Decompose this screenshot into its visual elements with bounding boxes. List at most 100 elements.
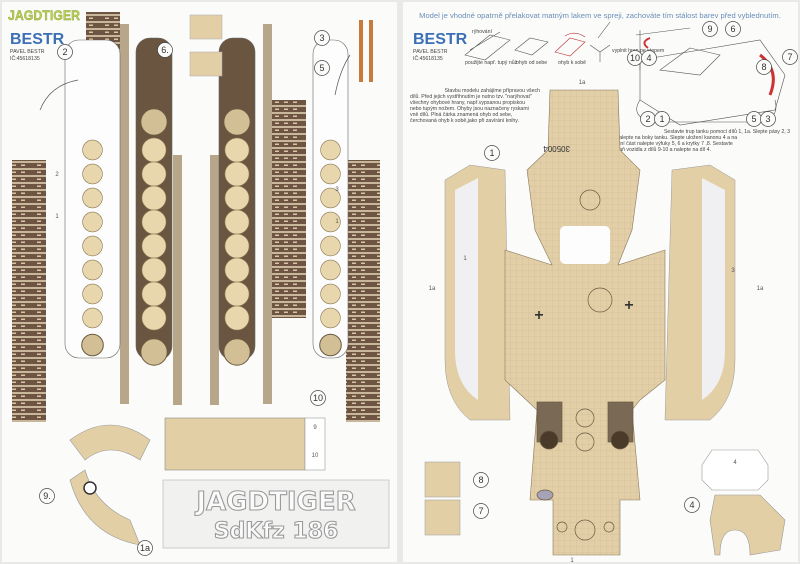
part-number-callout: 7 — [782, 49, 798, 65]
part-number-callout: 1 — [654, 111, 670, 127]
name-plate-line1: JAGDTIGER — [194, 487, 355, 517]
caption: rýhování — [472, 29, 492, 35]
road-wheel — [224, 233, 250, 259]
assembly-text: Sestavte trup tanku pomocí dílů 1, 1a. S… — [612, 128, 790, 153]
road-wheel — [141, 281, 167, 307]
road-wheel — [141, 185, 167, 211]
track-strip — [272, 100, 306, 318]
callout-number: 8 — [761, 62, 766, 72]
header-note: Model je vhodné opatrně přelakovat matný… — [419, 11, 781, 20]
intro-line: čerchovaná ohyb k sobě,jako při zavírání… — [410, 118, 519, 124]
right-company-id: IČ:45618135 — [413, 55, 443, 62]
callout-circle — [782, 49, 798, 65]
sprocket-wheel — [319, 333, 342, 357]
intro-line: dílů. Před jejich vystřihnutím je nutno … — [410, 93, 532, 100]
part-5-rod — [369, 20, 373, 82]
road-wheel — [82, 307, 103, 329]
callout-number: 9 — [707, 24, 712, 34]
callout-circle — [473, 503, 489, 519]
assembly-line: zadní část nalepte výfuky 5, 6 a krytky … — [612, 141, 733, 147]
callout-number: 10 — [630, 53, 640, 63]
hull-label: 1a — [757, 286, 764, 292]
arrow — [39, 79, 79, 111]
hull-label: 1a — [579, 80, 586, 86]
part-number-callout: 6. — [157, 42, 173, 58]
callout-circle — [760, 111, 776, 127]
callout-circle — [641, 50, 657, 66]
arrow — [334, 54, 351, 96]
part-7 — [424, 499, 461, 536]
assembly-line: zbraň vozidla z dílů 9-10 a nalepte na d… — [612, 146, 711, 153]
name-plate-line2: SdKfz 186 — [214, 519, 339, 544]
wheel-assembly — [312, 39, 349, 359]
left-author: PAVEL BESTR — [10, 49, 45, 55]
intro-line: nebo tupým nožem. Ohyby jsou naznačeny r… — [410, 106, 529, 112]
part-number-callout: 5 — [746, 111, 762, 127]
part-1a-piece — [69, 424, 151, 461]
callout-circle — [314, 30, 330, 46]
road-wheel — [224, 257, 250, 283]
callout-circle — [314, 60, 330, 76]
track-strip — [12, 160, 46, 422]
hull-window — [560, 226, 610, 264]
part-6b — [189, 51, 223, 77]
hull-label: 4 — [733, 460, 737, 466]
callout-number: 10 — [313, 393, 323, 403]
wheel-assembly — [135, 37, 173, 366]
road-wheel — [141, 305, 167, 331]
sprocket-wheel — [140, 338, 168, 366]
road-wheel — [320, 187, 341, 209]
callout-circle — [310, 390, 326, 406]
road-wheel — [82, 211, 103, 233]
road-wheel — [82, 163, 103, 185]
assembly-line: a nalepte na boky tanku. Slepte uložení … — [612, 135, 737, 141]
part-6a — [189, 14, 223, 40]
road-wheel — [320, 259, 341, 281]
track-edge-strip — [120, 24, 129, 404]
callout-number: 1a — [140, 543, 150, 553]
callout-number: 3 — [765, 114, 770, 124]
part-8 — [424, 461, 461, 498]
hull-label: 3 — [731, 268, 735, 274]
strip-label: 2 — [55, 172, 59, 178]
track-strip — [346, 160, 380, 422]
wheel-assemblies — [64, 37, 349, 366]
part-number-callout: 1 — [484, 145, 500, 161]
callout-circle — [137, 540, 153, 556]
callout-circle — [39, 488, 55, 504]
intro-line: všechny ohybové hrany, např.vypsanou pro… — [410, 100, 525, 106]
road-wheel — [320, 163, 341, 185]
callout-circle — [484, 145, 500, 161]
wheel-assembly — [218, 37, 256, 366]
left-title: JAGDTIGER — [8, 7, 80, 23]
part-number-callout: 2 — [57, 44, 73, 60]
strip-label: 3 — [335, 187, 339, 193]
hull-label: 1 — [463, 256, 467, 262]
track-edge-strip — [173, 155, 182, 405]
callout-circle — [157, 42, 173, 58]
callout-number: 1 — [659, 114, 664, 124]
callout-number: 2 — [62, 47, 67, 57]
idler-wheel — [140, 108, 168, 136]
left-logo: BESTR — [10, 31, 65, 48]
part-number-callout: 5 — [314, 60, 330, 76]
callout-number: 4 — [646, 53, 651, 63]
part-number-callout: 10 — [310, 390, 326, 406]
sprocket-wheel — [81, 333, 104, 357]
right-logo: BESTR — [413, 31, 468, 48]
road-wheel — [141, 233, 167, 259]
idler-wheel — [223, 108, 251, 136]
hull-label: 1 — [570, 558, 574, 564]
cross-icon — [535, 311, 543, 319]
road-wheel — [141, 209, 167, 235]
part-number-callout: 9 — [702, 21, 718, 37]
engine-deck — [536, 189, 634, 541]
road-wheel — [82, 283, 103, 305]
sprocket-wheel — [223, 338, 251, 366]
caption: použijte např. tupý nůž — [465, 59, 518, 66]
intro-text: Stavbu modelu zahájíme přípravou všech d… — [410, 88, 540, 124]
part10-label: 10 — [312, 453, 319, 459]
road-wheel — [320, 283, 341, 305]
